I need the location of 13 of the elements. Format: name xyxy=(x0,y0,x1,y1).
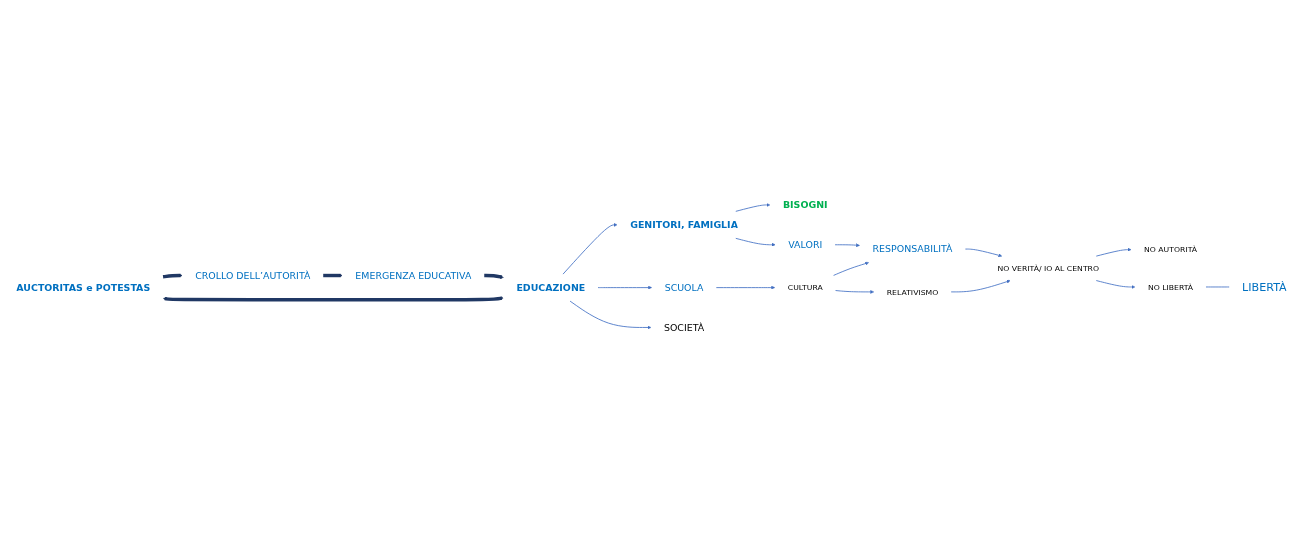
node-text: BISOGNI xyxy=(782,199,828,211)
node-text: SOCIETÀ xyxy=(663,322,705,334)
node-text: VALORI xyxy=(788,239,823,251)
node-text: EDUCAZIONE xyxy=(516,282,586,294)
arrow xyxy=(163,296,504,302)
node-text: LIBERTÀ xyxy=(1242,280,1287,294)
arrow xyxy=(162,273,183,279)
node-text: CROLLO DELL’AUTORITÀ xyxy=(195,270,311,282)
node-text: RESPONSABILITÀ xyxy=(872,244,953,255)
node-text: AUCTORITAS e POTESTAS xyxy=(16,282,151,294)
node-text: EMERGENZA EDUCATIVA xyxy=(355,270,472,282)
node-text: GENITORI, FAMIGLIA xyxy=(630,219,738,231)
node-text: SCUOLA xyxy=(664,282,704,294)
